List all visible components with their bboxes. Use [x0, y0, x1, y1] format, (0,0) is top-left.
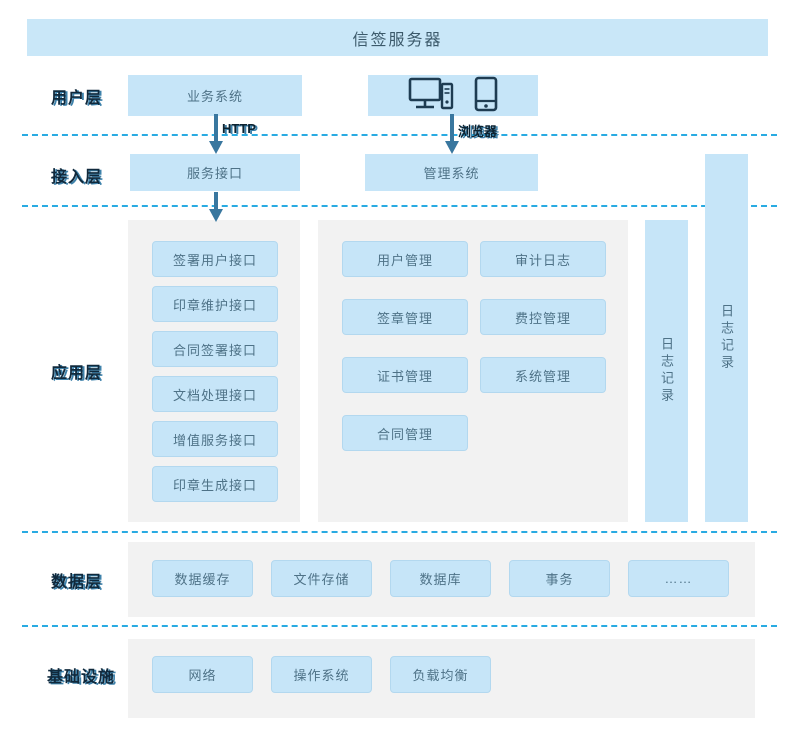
browser-label: 浏览器: [458, 124, 498, 139]
module-box: 审计日志: [480, 241, 606, 277]
interface-box: 文档处理接口: [152, 376, 278, 412]
smartphone-icon: [474, 76, 498, 115]
layer-divider-4: [22, 625, 777, 627]
log-bar-inner-label: 日志记录: [659, 337, 674, 405]
http-label: HTTP: [222, 121, 256, 136]
client-devices-box: [368, 75, 538, 116]
data-box: 数据缓存: [152, 560, 253, 597]
module-box: 签章管理: [342, 299, 468, 335]
browser-arrow: [445, 114, 459, 159]
service-interface-box: 服务接口: [130, 154, 300, 191]
data-layer-label: 数据层: [51, 574, 103, 591]
interface-box: 增值服务接口: [152, 421, 278, 457]
log-bar-outer: 日志记录: [705, 154, 748, 522]
desktop-computer-icon: [408, 77, 456, 114]
interface-box: 印章生成接口: [152, 466, 278, 502]
diagram-title: 信签服务器: [27, 19, 768, 56]
log-bar-outer-label: 日志记录: [719, 304, 734, 372]
module-box: 系统管理: [480, 357, 606, 393]
module-box: 证书管理: [342, 357, 468, 393]
log-bar-inner: 日志记录: [645, 220, 688, 522]
module-box: 用户管理: [342, 241, 468, 277]
data-box: 文件存储: [271, 560, 372, 597]
data-box: 数据库: [390, 560, 491, 597]
infrastructure-box: 负载均衡: [390, 656, 491, 693]
data-box: 事务: [509, 560, 610, 597]
service-arrow: [209, 192, 223, 227]
infrastructure-layer-label: 基础设施: [47, 669, 116, 686]
http-arrow: [209, 114, 223, 159]
module-box: 费控管理: [480, 299, 606, 335]
user-layer-label: 用户层: [51, 90, 103, 107]
infrastructure-box: 操作系统: [271, 656, 372, 693]
device-icons: [408, 76, 498, 115]
interface-box: 合同签署接口: [152, 331, 278, 367]
access-layer-label: 接入层: [51, 169, 103, 186]
application-layer-label: 应用层: [51, 365, 103, 382]
module-box: 合同管理: [342, 415, 468, 451]
layer-divider-3: [22, 531, 777, 533]
infrastructure-box: 网络: [152, 656, 253, 693]
layer-divider-2: [22, 205, 777, 207]
interface-box: 签署用户接口: [152, 241, 278, 277]
management-system-box: 管理系统: [365, 154, 538, 191]
business-system-box: 业务系统: [128, 75, 302, 116]
layer-divider-1: [22, 134, 777, 136]
interface-box: 印章维护接口: [152, 286, 278, 322]
data-box: ……: [628, 560, 729, 597]
